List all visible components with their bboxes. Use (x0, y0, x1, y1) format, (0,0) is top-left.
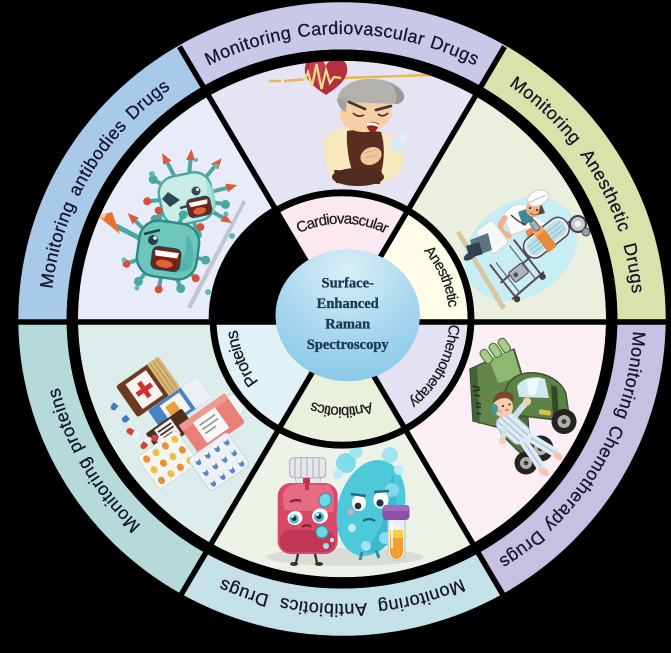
svg-text:Enhanced: Enhanced (317, 296, 379, 312)
svg-text:Spectroscopy: Spectroscopy (307, 337, 390, 353)
svg-text:Antibiotics: Antibiotics (309, 398, 375, 420)
svg-text:Surface-: Surface- (322, 276, 375, 292)
svg-text:Raman: Raman (325, 317, 370, 333)
